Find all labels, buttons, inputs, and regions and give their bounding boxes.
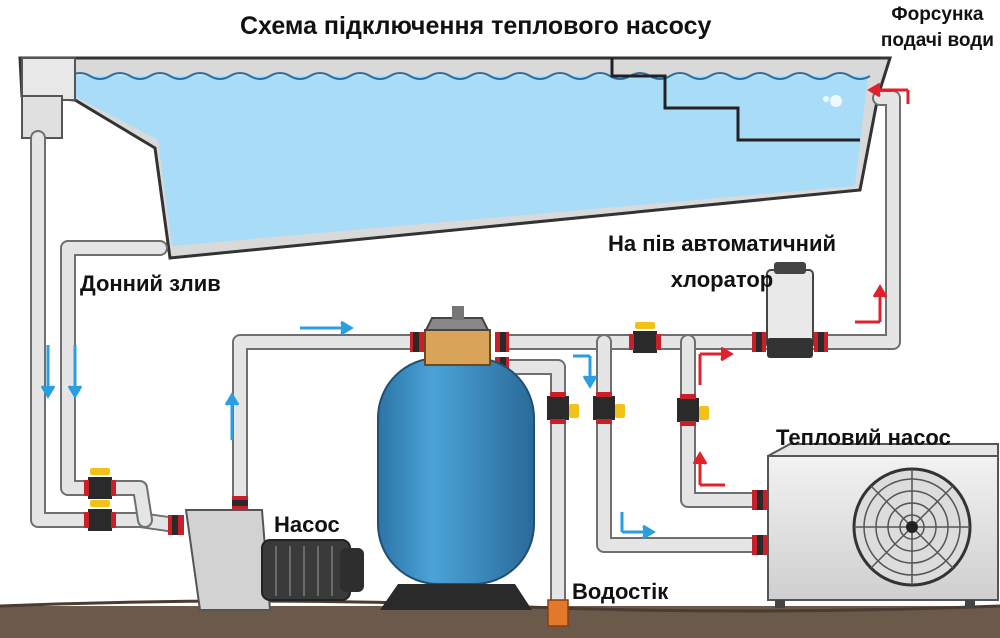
- drain-gutter-label: Водостік: [572, 579, 669, 604]
- pipe-pump-to-filter-inner: [234, 336, 426, 516]
- valve-icon[interactable]: [629, 322, 661, 353]
- sand-filter: [377, 306, 535, 610]
- pipe-skimmer: [30, 130, 183, 533]
- arrow-cold-icon: [224, 392, 240, 440]
- valves: [84, 322, 709, 531]
- pump: [184, 509, 364, 611]
- nozzle-label-line2: подачі води: [880, 30, 994, 51]
- fan-icon: [852, 467, 972, 587]
- drain-outlet: [547, 599, 569, 627]
- pool: [18, 56, 893, 260]
- heat-pump: [767, 443, 999, 608]
- arrow-hot-icon: [698, 346, 734, 385]
- pump-label: Насос: [274, 512, 340, 537]
- valve-icon[interactable]: [593, 392, 625, 424]
- arrow-cold-icon: [300, 320, 354, 336]
- arrow-hot-icon: [692, 451, 725, 487]
- water-surface: [69, 72, 871, 80]
- arrow-cold-icon: [620, 512, 656, 540]
- skimmer-box: [21, 95, 63, 139]
- pipe-waste-inner: [499, 361, 564, 606]
- pool-water: [70, 76, 868, 246]
- pipe-skimmer-inner: [32, 132, 181, 531]
- nozzle-label-line1: Форсунка: [891, 4, 984, 25]
- arrow-cold-icon: [573, 354, 598, 389]
- pool-steps: [610, 58, 860, 142]
- arrow-cold-icon: [40, 345, 56, 399]
- chlorinator-label-line1: На пів автоматичний: [608, 231, 837, 256]
- nozzle-label: Форсунка подачі води: [881, 2, 994, 54]
- chlorinator: [766, 262, 814, 358]
- arrow-hot-icon: [855, 284, 888, 324]
- heat-pump-label: Тепловий насос: [776, 425, 951, 450]
- skimmer: [21, 57, 76, 101]
- multiport-valve[interactable]: [424, 329, 491, 366]
- bottom-drain-label: Донний злив: [80, 271, 221, 296]
- diagram-title: Схема підключення теплового насосу: [240, 12, 712, 40]
- pipe-bottom-drain-inner: [62, 242, 166, 526]
- valve-icon[interactable]: [84, 500, 116, 531]
- arrow-cold-icon: [67, 345, 83, 399]
- pipe-filter-out-inner: [499, 92, 899, 348]
- nozzle-bubble: [823, 96, 829, 102]
- valve-icon[interactable]: [84, 468, 116, 499]
- chlorinator-label-line2: хлоратор: [670, 267, 774, 292]
- valve-icon[interactable]: [677, 394, 709, 426]
- flow-arrows: [40, 82, 910, 540]
- nozzle-bubbles: [830, 95, 842, 107]
- arrow-hot-icon: [867, 82, 910, 104]
- chlorinator-label: На пів автоматичний хлоратор: [608, 226, 836, 298]
- valve-icon[interactable]: [547, 392, 579, 424]
